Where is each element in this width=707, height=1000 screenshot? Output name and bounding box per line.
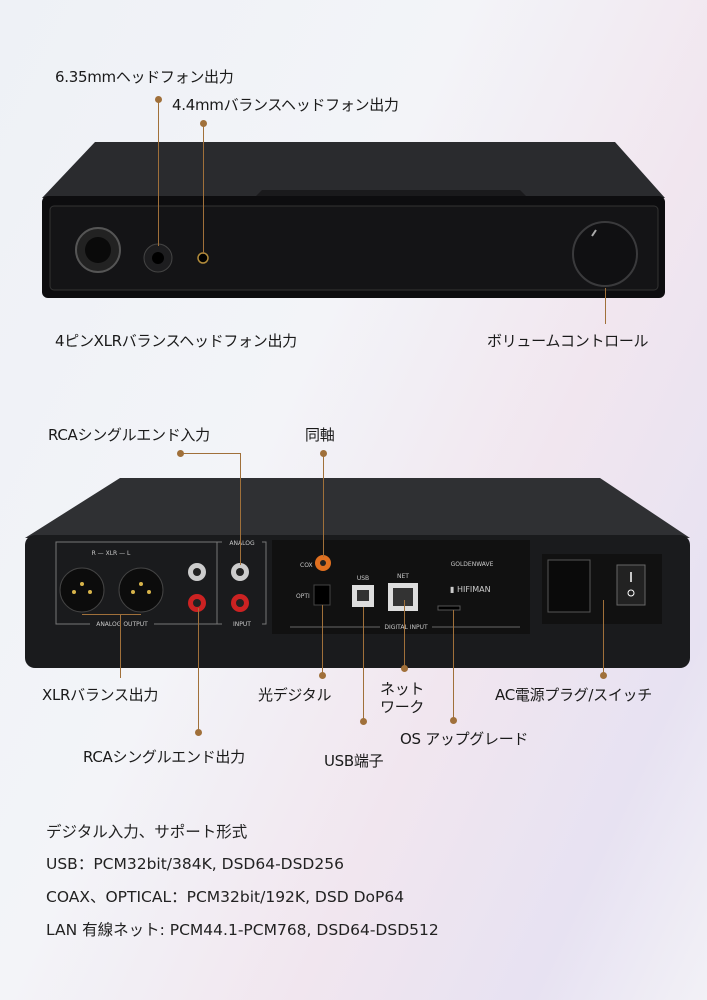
leader-dot <box>200 120 207 127</box>
panel-coax-label: COX <box>300 562 313 569</box>
panel-analog-input-label: ANALOG <box>229 540 255 547</box>
label-volume: ボリュームコントロール <box>487 332 649 350</box>
leader-line <box>605 288 606 324</box>
leader-dot <box>450 717 457 724</box>
leader-line <box>404 600 405 668</box>
label-usb: USB端子 <box>324 752 384 770</box>
panel-analog-output-label: ANALOG OUTPUT <box>96 621 148 628</box>
rear-device <box>25 478 690 668</box>
leader-line <box>158 100 159 246</box>
leader-line <box>198 608 199 732</box>
label-ac: AC電源プラグ/スイッチ <box>495 686 652 704</box>
label-network-line1: ネット <box>380 680 425 698</box>
brand-logo: ▮ HIFIMAN <box>450 585 491 594</box>
leader-line <box>322 605 323 675</box>
label-jack635: 6.35mmヘッドフォン出力 <box>55 68 234 86</box>
label-coax: 同軸 <box>305 426 335 444</box>
label-os-upgrade: OS アップグレード <box>400 730 529 748</box>
leader-line <box>240 453 241 565</box>
panel-xlr-label: R — XLR — L <box>92 550 131 557</box>
spec-coax-optical: COAX、OPTICAL：PCM32bit/192K, DSD DoP64 <box>46 888 405 906</box>
leader-dot <box>195 729 202 736</box>
label-optical: 光デジタル <box>258 686 332 704</box>
leader-line <box>363 607 364 721</box>
leader-dot <box>600 672 607 679</box>
volume-knob <box>572 221 638 287</box>
panel-usb-label: USB <box>357 575 369 582</box>
label-rca-out: RCAシングルエンド出力 <box>83 748 245 766</box>
spec-usb: USB：PCM32bit/384K, DSD64-DSD256 <box>46 855 344 873</box>
leader-dot <box>155 96 162 103</box>
leader-line <box>603 600 604 675</box>
label-network-line2: ワーク <box>380 698 425 716</box>
spec-lan: LAN 有線ネット: PCM44.1-PCM768, DSD64-DSD512 <box>46 921 439 939</box>
leader-line <box>82 614 141 615</box>
panel-digital-input-label: DIGITAL INPUT <box>384 624 428 631</box>
leader-line <box>453 610 454 720</box>
label-network: ネットワーク <box>380 680 424 716</box>
label-xlr-out: XLRバランス出力 <box>42 686 159 704</box>
leader-line <box>180 453 240 454</box>
front-device <box>42 142 665 298</box>
label-xlr4: 4ピンXLRバランスヘッドフォン出力 <box>55 332 297 350</box>
panel-net-label: NET <box>397 573 409 580</box>
leader-line <box>323 453 324 557</box>
specs-title: デジタル入力、サポート形式 <box>46 823 248 841</box>
leader-dot <box>360 718 367 725</box>
leader-line <box>120 614 121 678</box>
panel-input-label: INPUT <box>233 621 251 628</box>
leader-line <box>203 124 204 254</box>
panel-model-label: GOLDENWAVE <box>451 561 494 568</box>
label-jack44: 4.4mmバランスヘッドフォン出力 <box>172 96 399 114</box>
leader-dot <box>401 665 408 672</box>
leader-dot <box>319 672 326 679</box>
panel-opti-label: OPTI <box>296 593 310 600</box>
jack44 <box>197 252 209 264</box>
label-rca-in: RCAシングルエンド入力 <box>48 426 210 444</box>
